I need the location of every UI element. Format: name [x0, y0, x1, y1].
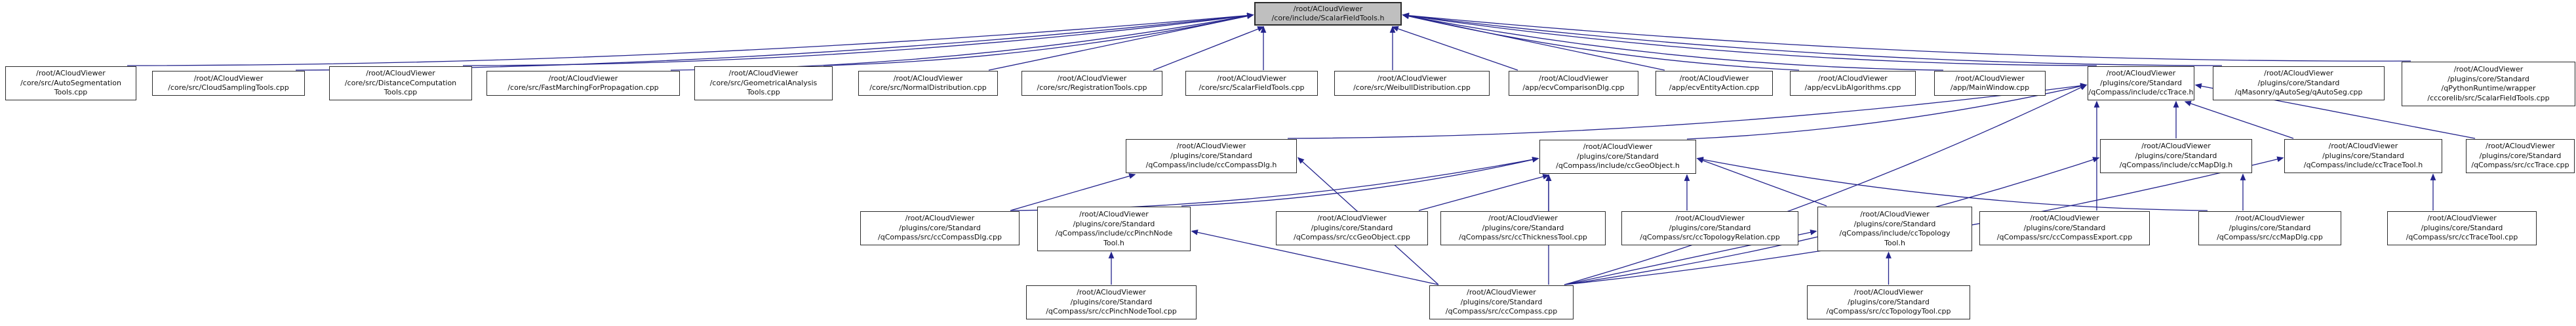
graph-node-weibull[interactable]: /root/ACloudViewer /core/src/WeibullDist…: [1334, 71, 1490, 96]
graph-node-cc_thickness_tool_cpp[interactable]: /root/ACloudViewer /plugins/core/Standar…: [1440, 211, 1606, 245]
graph-edge-auto_seg-to-root: [127, 12, 1254, 66]
graph-node-q_auto_seg[interactable]: /root/ACloudViewer /plugins/core/Standar…: [2213, 66, 2385, 100]
graph-edge-registration-to-root: [1153, 26, 1265, 71]
graph-edge-cc_compass_dlg_h-to-cc_trace_h: [1287, 83, 2088, 139]
graph-node-cc_geo_object_cpp[interactable]: /root/ACloudViewer /plugins/core/Standar…: [1276, 211, 1428, 245]
graph-edge-cc_trace_h-to-root: [1402, 12, 2097, 66]
graph-node-normal_dist[interactable]: /root/ACloudViewer /core/src/NormalDistr…: [858, 71, 998, 96]
graph-node-cc_trace_tool_h[interactable]: /root/ACloudViewer /plugins/core/Standar…: [2284, 139, 2442, 173]
graph-node-cc_topology_tool_cpp[interactable]: /root/ACloudViewer /plugins/core/Standar…: [1807, 285, 1970, 319]
graph-node-cc_compass_cpp[interactable]: /root/ACloudViewer /plugins/core/Standar…: [1429, 285, 1574, 319]
graph-node-cc_compass_dlg_cpp[interactable]: /root/ACloudViewer /plugins/core/Standar…: [860, 211, 1020, 245]
graph-edge-distance_comp-to-root: [462, 12, 1254, 66]
graph-node-distance_comp[interactable]: /root/ACloudViewer /core/src/DistanceCom…: [329, 66, 472, 100]
graph-node-ecv_entity[interactable]: /root/ACloudViewer /app/ecvEntityAction.…: [1655, 71, 1773, 96]
graph-node-cc_map_dlg_h[interactable]: /root/ACloudViewer /plugins/core/Standar…: [2100, 139, 2252, 173]
graph-edge-geom_analysis-to-root: [823, 13, 1254, 66]
graph-node-scalar_field_cpp[interactable]: /root/ACloudViewer /core/src/ScalarField…: [1185, 71, 1318, 96]
graph-node-py_scalar[interactable]: /root/ACloudViewer /plugins/core/Standar…: [2402, 62, 2575, 106]
graph-node-ecv_comparison[interactable]: /root/ACloudViewer /app/ecvComparisonDlg…: [1509, 71, 1638, 96]
graph-edge-ecv_lib-to-root: [1402, 13, 1800, 71]
graph-node-auto_seg[interactable]: /root/ACloudViewer /core/src/AutoSegment…: [5, 66, 136, 100]
graph-edge-py_scalar-to-root: [1402, 12, 2411, 62]
graph-node-cc_topology_relation_cpp[interactable]: /root/ACloudViewer /plugins/core/Standar…: [1621, 211, 1798, 245]
graph-edge-cc_geo_object_cpp-to-cc_geo_object_h: [1418, 174, 1550, 211]
graph-edge-cc_trace_tool_h-to-cc_trace_h: [2184, 100, 2294, 139]
graph-edge-cc_map_dlg_cpp-to-cc_geo_object_h: [1696, 156, 2208, 211]
graph-edge-cc_pinch_node_tool_h-to-cc_geo_object_h: [1181, 157, 1539, 207]
graph-edge-cc_compass_cpp-to-cc_pinch_node_tool_h: [1191, 230, 1439, 285]
graph-node-cc_geo_object_h[interactable]: /root/ACloudViewer /plugins/core/Standar…: [1539, 140, 1696, 174]
graph-node-geom_analysis[interactable]: /root/ACloudViewer /core/src/Geometrical…: [694, 66, 833, 100]
graph-edge-cc_topology_tool_h-to-cc_geo_object_h: [1696, 157, 1827, 207]
graph-node-ecv_lib[interactable]: /root/ACloudViewer /app/ecvLibAlgorithms…: [1790, 71, 1916, 96]
graph-node-cc_trace_tool_cpp[interactable]: /root/ACloudViewer /plugins/core/Standar…: [2387, 211, 2537, 245]
graph-node-fast_marching[interactable]: /root/ACloudViewer /core/src/FastMarchin…: [486, 71, 680, 96]
graph-edge-cc_compass_cpp-to-cc_trace_h: [1564, 84, 2088, 285]
graph-node-root: /root/ACloudViewer /core/include/ScalarF…: [1254, 2, 1402, 26]
graph-edge-ecv_comparison-to-root: [1391, 26, 1518, 71]
graph-edge-cc_compass_dlg_cpp-to-cc_compass_dlg_h: [1010, 173, 1136, 211]
graph-node-cloud_sampling[interactable]: /root/ACloudViewer /core/src/CloudSampli…: [152, 71, 305, 96]
graph-node-cc_topology_tool_h[interactable]: /root/ACloudViewer /plugins/core/Standar…: [1817, 207, 1972, 251]
graph-node-cc_map_dlg_cpp[interactable]: /root/ACloudViewer /plugins/core/Standar…: [2198, 211, 2341, 245]
graph-node-registration[interactable]: /root/ACloudViewer /core/src/Registratio…: [1021, 71, 1162, 96]
graph-node-cc_trace_h[interactable]: /root/ACloudViewer /plugins/core/Standar…: [2088, 66, 2194, 100]
graph-edge-q_auto_seg-to-root: [1402, 12, 2223, 66]
graph-node-cc_trace_cpp[interactable]: /root/ACloudViewer /plugins/core/Standar…: [2466, 139, 2575, 173]
graph-node-cc_compass_dlg_h[interactable]: /root/ACloudViewer /plugins/core/Standar…: [1126, 139, 1297, 173]
graph-edge-main_window-to-root: [1402, 13, 1944, 71]
graph-node-cc_pinch_node_tool_h[interactable]: /root/ACloudViewer /plugins/core/Standar…: [1037, 207, 1191, 251]
graph-node-main_window[interactable]: /root/ACloudViewer /app/MainWindow.cpp: [1934, 71, 2046, 96]
graph-node-cc_pinch_node_tool_cpp[interactable]: /root/ACloudViewer /plugins/core/Standar…: [1026, 285, 1197, 319]
graph-edge-cc_geo_object_h-to-cc_trace_h: [1686, 83, 2088, 140]
graph-edge-normal_dist-to-root: [988, 13, 1254, 71]
graph-node-cc_compass_export_cpp[interactable]: /root/ACloudViewer /plugins/core/Standar…: [1979, 211, 2150, 245]
